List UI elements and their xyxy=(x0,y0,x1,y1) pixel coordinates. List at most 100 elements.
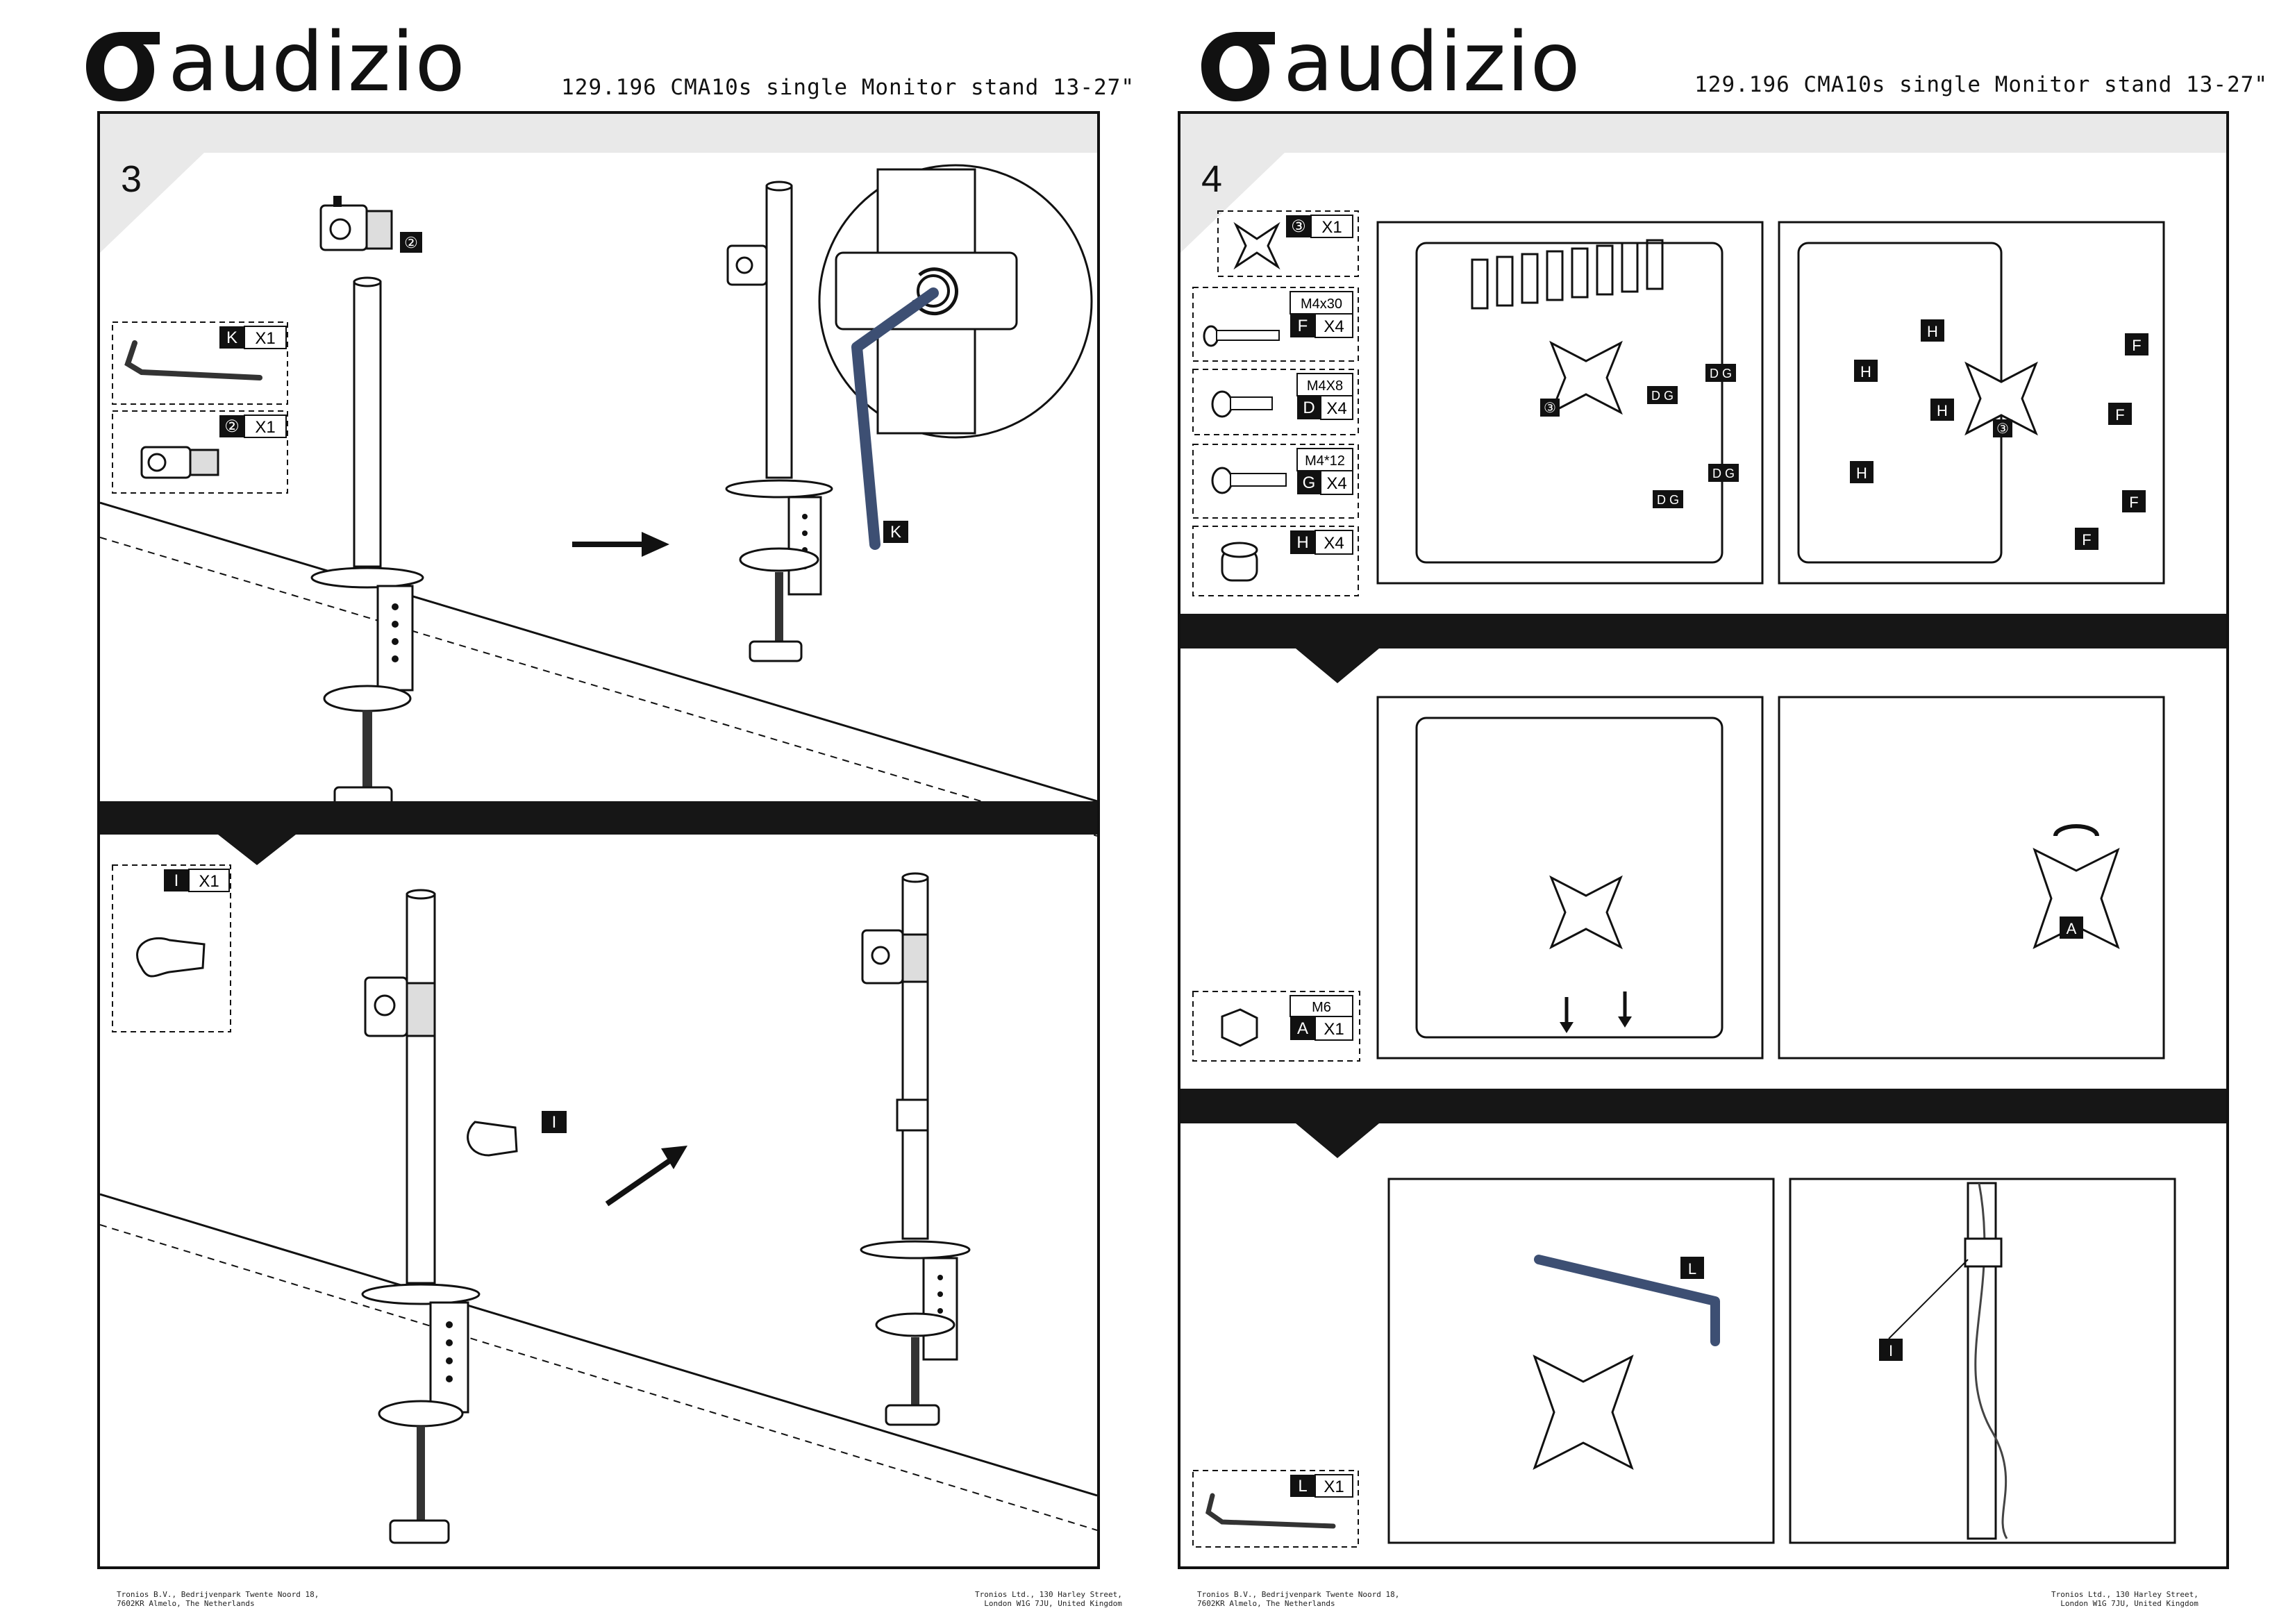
part-spec-a: M6 xyxy=(1312,1000,1331,1015)
callout-f: F xyxy=(2115,406,2124,424)
part-badge-g xyxy=(1297,471,1321,494)
part-qty-h: X4 xyxy=(1324,534,1344,553)
part-qty-d: X4 xyxy=(1326,399,1346,418)
pole-assembly-4 xyxy=(860,872,971,1426)
part-qty-box xyxy=(1320,470,1353,495)
part-spec-box xyxy=(1296,373,1353,396)
part-badge-d xyxy=(1297,396,1321,419)
vesa-plate-icon xyxy=(1549,875,1623,950)
cable-clip-icon xyxy=(467,1121,518,1157)
desk-edge-dashed xyxy=(99,1224,1098,1531)
part-letter-d: D xyxy=(1303,399,1315,417)
part-box-bracket xyxy=(112,410,288,494)
part-qty-box xyxy=(1310,215,1353,238)
callout-badge xyxy=(1850,461,1873,483)
part-badge-clip xyxy=(164,869,189,891)
part-qty-box xyxy=(188,869,230,892)
footer-address-nl: Tronios B.V., Bedrijvenpark Twente Noord… xyxy=(117,1590,319,1608)
callout-h: H xyxy=(1937,402,1948,419)
part-qty-box xyxy=(244,415,287,438)
section-divider-band xyxy=(100,801,1097,865)
pole-detail xyxy=(1967,1182,1997,1540)
vesa-plate-icon xyxy=(2033,848,2120,949)
vesa-plate-icon xyxy=(1233,221,1280,270)
step-3-illustration: 3 K X1 ② X1 xyxy=(99,114,1098,1544)
part-box-clip xyxy=(112,864,231,1032)
callout-badge xyxy=(1647,386,1678,404)
callout-badge xyxy=(1540,399,1560,417)
diagram-panel-5 xyxy=(1387,1178,1775,1544)
cable-clip-icon xyxy=(1964,1237,2003,1268)
brand-name: audizio xyxy=(1283,14,1581,110)
callout-badge xyxy=(2125,333,2148,355)
part-box-screw-d xyxy=(1192,369,1359,435)
callout-badge xyxy=(1708,464,1739,482)
callout-f: F xyxy=(2082,531,2091,549)
vesa-plate-icon xyxy=(1964,361,2038,436)
callout-f: F xyxy=(2132,337,2141,354)
part-box-plate xyxy=(1217,210,1359,277)
part-qty-box xyxy=(1320,395,1353,420)
part-qty-box xyxy=(244,326,287,349)
callout-badge xyxy=(1879,1339,1903,1361)
vesa-plate-icon xyxy=(1549,340,1623,415)
part-badge-h xyxy=(1290,530,1315,554)
pole-assembly-3 xyxy=(361,889,481,1544)
spacer-icon xyxy=(1221,542,1258,582)
part-badge-plate xyxy=(1286,215,1311,237)
callout-nut: A xyxy=(2067,920,2077,937)
leader-line xyxy=(1888,1259,1969,1339)
step-number: 4 xyxy=(1201,158,1222,200)
footer-line: Tronios B.V., Bedrijvenpark Twente Noord… xyxy=(1197,1590,1400,1599)
part-spec-d: M4X8 xyxy=(1307,378,1343,394)
callout-plate: ③ xyxy=(1996,421,2009,437)
part-box-screw-g xyxy=(1192,444,1359,519)
monitor-back xyxy=(1415,242,1724,564)
document-title: 129.196 CMA10s single Monitor stand 13-2… xyxy=(1694,72,2268,97)
monitor-back xyxy=(1415,717,1724,1039)
callout-clip: I xyxy=(1889,1342,1893,1359)
step-number: 3 xyxy=(121,158,142,200)
footer-address-uk: Tronios Ltd., 130 Harley Street, London … xyxy=(2051,1590,2198,1608)
callout-badge xyxy=(1993,419,2012,437)
part-qty-f: X4 xyxy=(1324,317,1344,336)
footer-line: London W1G 7JU, United Kingdom xyxy=(984,1599,1122,1608)
desk-edge xyxy=(99,1193,1098,1497)
part-box-k xyxy=(112,321,288,405)
step-header-strip xyxy=(100,114,1097,253)
footer-line: London W1G 7JU, United Kingdom xyxy=(2060,1599,2198,1608)
callout-h: H xyxy=(1860,363,1871,380)
part-qty-k: X1 xyxy=(255,329,275,348)
long-screw-icon xyxy=(1203,325,1280,347)
callout-badge xyxy=(1854,360,1878,382)
bracket-part-icon xyxy=(140,446,219,479)
arrow-down-icon xyxy=(1560,991,1632,1033)
callout-plate: ③ xyxy=(1544,401,1556,416)
part-qty-g: X4 xyxy=(1326,474,1346,493)
section-divider-band xyxy=(1180,1089,2226,1158)
part-letter-f: F xyxy=(1298,317,1308,335)
diagram-panel-3 xyxy=(1376,696,1764,1060)
callout-h: H xyxy=(1927,323,1938,340)
part-letter-bracket: ② xyxy=(224,417,240,436)
part-badge-bracket xyxy=(219,415,244,437)
part-letter-g: G xyxy=(1303,474,1316,492)
part-spec-box xyxy=(1290,291,1353,315)
section-divider-band xyxy=(1180,614,2226,683)
part-letter-plate: ③ xyxy=(1291,217,1306,236)
part-qty-plate: X1 xyxy=(1321,218,1342,237)
part-qty-box xyxy=(1315,1474,1353,1498)
pole-assembly-2 xyxy=(725,181,833,662)
footer-line: Tronios Ltd., 130 Harley Street, xyxy=(975,1590,1122,1599)
audizio-logo-icon xyxy=(86,32,160,101)
part-qty-bracket: X1 xyxy=(255,418,275,437)
footer-line: Tronios B.V., Bedrijvenpark Twente Noord… xyxy=(117,1590,319,1599)
arrow-diagonal-icon xyxy=(605,1146,687,1207)
cable-clip-icon xyxy=(136,937,206,978)
callout-badge xyxy=(2108,403,2132,425)
part-qty-clip: X1 xyxy=(199,872,219,891)
hex-nut-icon xyxy=(1221,1008,1258,1047)
callout-clip: I xyxy=(552,1113,557,1132)
step-4-frame: 4 ③ X1 M4x30 F X4 M4X8 D X xyxy=(1178,111,2229,1569)
manual-page-step-3: audizio 129.196 CMA10s single Monitor st… xyxy=(86,21,1134,1608)
